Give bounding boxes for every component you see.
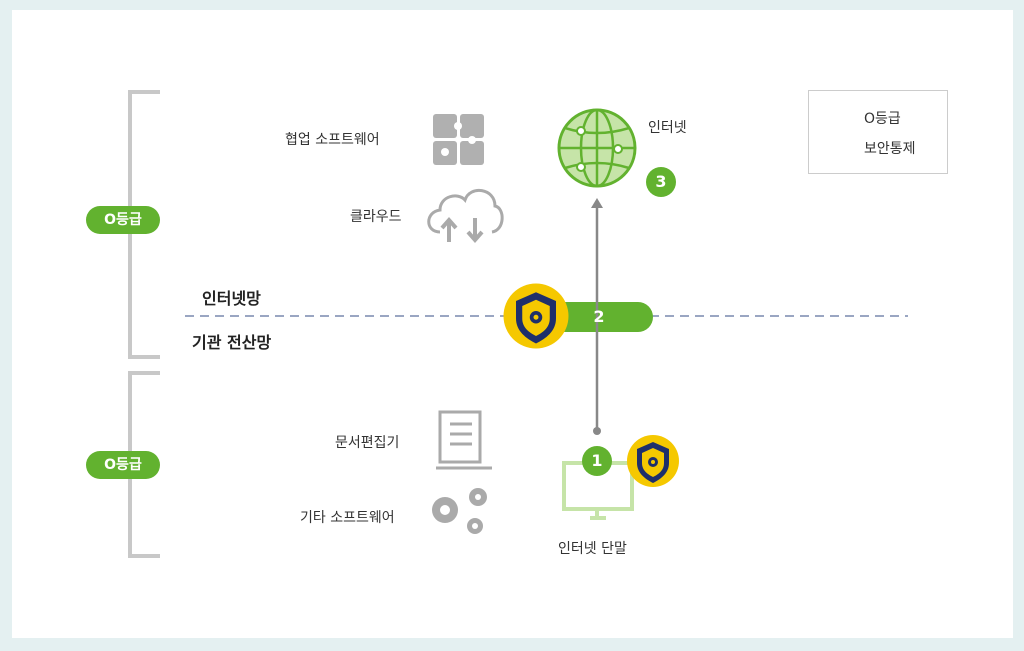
upper-grade-badge: O등급: [86, 206, 160, 234]
collab-software-label: 협업 소프트웨어: [285, 132, 380, 148]
terminal-shield-icon: [627, 435, 679, 487]
other-software-label: 기타 소프트웨어: [300, 510, 395, 526]
globe-icon: [557, 108, 637, 188]
doc-editor-label: 문서편집기: [335, 435, 400, 451]
legend: [808, 90, 948, 174]
internet-network-label: 인터넷망: [202, 289, 261, 308]
security-shield-icon: [503, 283, 569, 349]
puzzle-icon: [433, 114, 484, 165]
step-3-badge: 3: [646, 167, 676, 197]
gears-icon: [432, 488, 487, 534]
terminal-label: 인터넷 단말: [558, 541, 627, 557]
document-icon: [436, 410, 492, 470]
cloud-icon: [427, 189, 504, 244]
legend-grade-label: O등급: [864, 111, 901, 127]
step-2-badge: 2: [593, 307, 605, 326]
cloud-label: 클라우드: [350, 209, 402, 225]
step-1-badge: 1: [582, 446, 612, 476]
agency-network-label: 기관 전산망: [192, 333, 272, 352]
internet-label: 인터넷: [648, 120, 687, 136]
legend-security-label: 보안통제: [864, 141, 916, 157]
lower-grade-badge: O등급: [86, 451, 160, 479]
